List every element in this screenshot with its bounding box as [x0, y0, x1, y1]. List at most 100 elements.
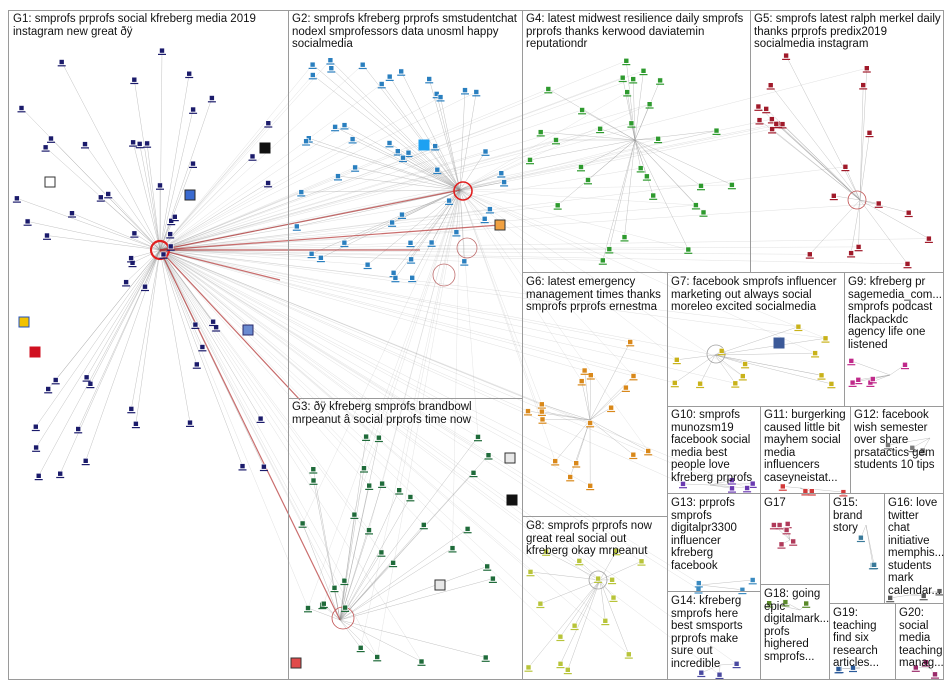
- node-avatar[interactable]: [585, 177, 591, 183]
- node-avatar[interactable]: [130, 139, 136, 146]
- node-avatar[interactable]: [464, 526, 471, 532]
- node-avatar[interactable]: [484, 563, 491, 570]
- node-avatar[interactable]: [172, 214, 178, 220]
- node-avatar[interactable]: [396, 487, 403, 494]
- node-avatar[interactable]: [685, 246, 692, 253]
- node-avatar[interactable]: [700, 209, 707, 216]
- node-avatar[interactable]: [655, 136, 661, 142]
- node-avatar[interactable]: [239, 463, 246, 469]
- node-avatar[interactable]: [628, 120, 635, 127]
- node-avatar[interactable]: [537, 600, 544, 607]
- node-avatar[interactable]: [481, 216, 488, 222]
- featured-node-avatar[interactable]: [242, 324, 254, 336]
- node-avatar[interactable]: [539, 408, 545, 415]
- node-avatar[interactable]: [186, 70, 192, 77]
- node-avatar[interactable]: [434, 166, 441, 173]
- node-avatar[interactable]: [769, 126, 775, 132]
- node-avatar[interactable]: [157, 182, 163, 189]
- node-avatar[interactable]: [327, 57, 334, 64]
- node-avatar[interactable]: [573, 460, 580, 467]
- featured-node-avatar[interactable]: [418, 139, 430, 151]
- node-avatar[interactable]: [309, 61, 316, 68]
- node-avatar[interactable]: [608, 404, 614, 411]
- node-avatar[interactable]: [320, 600, 327, 607]
- node-avatar[interactable]: [553, 137, 559, 143]
- node-avatar[interactable]: [766, 600, 773, 607]
- node-avatar[interactable]: [539, 416, 546, 423]
- node-avatar[interactable]: [869, 376, 876, 382]
- node-avatar[interactable]: [194, 361, 200, 368]
- node-avatar[interactable]: [623, 57, 630, 64]
- node-avatar[interactable]: [341, 577, 348, 584]
- node-avatar[interactable]: [128, 255, 134, 261]
- node-avatar[interactable]: [44, 232, 50, 239]
- node-avatar[interactable]: [597, 126, 603, 132]
- node-avatar[interactable]: [305, 605, 311, 611]
- node-avatar[interactable]: [619, 74, 626, 81]
- node-avatar[interactable]: [849, 379, 856, 386]
- node-avatar[interactable]: [871, 561, 877, 568]
- node-avatar[interactable]: [57, 470, 64, 477]
- node-avatar[interactable]: [680, 481, 686, 487]
- node-avatar[interactable]: [885, 442, 891, 448]
- node-avatar[interactable]: [571, 622, 578, 629]
- node-avatar[interactable]: [487, 206, 493, 212]
- node-avatar[interactable]: [732, 380, 739, 387]
- node-avatar[interactable]: [83, 374, 90, 381]
- node-avatar[interactable]: [806, 251, 813, 258]
- node-avatar[interactable]: [657, 77, 663, 84]
- node-avatar[interactable]: [482, 654, 489, 661]
- node-avatar[interactable]: [609, 576, 615, 583]
- node-avatar[interactable]: [595, 575, 601, 582]
- node-avatar[interactable]: [351, 511, 358, 518]
- node-avatar[interactable]: [803, 600, 810, 607]
- node-avatar[interactable]: [131, 230, 138, 237]
- node-avatar[interactable]: [45, 386, 52, 392]
- node-avatar[interactable]: [298, 189, 305, 195]
- node-avatar[interactable]: [390, 559, 396, 566]
- node-avatar[interactable]: [749, 480, 756, 487]
- node-avatar[interactable]: [922, 659, 929, 666]
- node-avatar[interactable]: [366, 482, 373, 489]
- node-avatar[interactable]: [713, 127, 720, 134]
- node-avatar[interactable]: [24, 218, 31, 225]
- node-avatar[interactable]: [812, 350, 818, 356]
- node-avatar[interactable]: [645, 448, 652, 454]
- node-avatar[interactable]: [32, 423, 39, 430]
- node-avatar[interactable]: [904, 261, 911, 267]
- node-avatar[interactable]: [199, 344, 206, 350]
- node-avatar[interactable]: [394, 148, 401, 154]
- node-avatar[interactable]: [328, 65, 335, 71]
- node-avatar[interactable]: [308, 251, 315, 257]
- node-avatar[interactable]: [578, 378, 585, 384]
- node-avatar[interactable]: [538, 401, 545, 408]
- node-avatar[interactable]: [462, 87, 468, 93]
- featured-node-avatar[interactable]: [259, 142, 271, 154]
- node-avatar[interactable]: [835, 666, 842, 672]
- node-avatar[interactable]: [374, 654, 381, 660]
- node-avatar[interactable]: [671, 380, 678, 386]
- node-avatar[interactable]: [159, 47, 165, 54]
- node-avatar[interactable]: [446, 197, 452, 204]
- node-avatar[interactable]: [52, 377, 59, 383]
- node-avatar[interactable]: [698, 669, 705, 676]
- node-avatar[interactable]: [858, 534, 864, 541]
- node-avatar[interactable]: [437, 94, 444, 100]
- node-avatar[interactable]: [767, 82, 774, 88]
- node-avatar[interactable]: [840, 489, 847, 495]
- node-avatar[interactable]: [310, 466, 317, 473]
- node-avatar[interactable]: [136, 141, 143, 147]
- node-avatar[interactable]: [621, 234, 628, 240]
- node-avatar[interactable]: [771, 522, 777, 528]
- node-avatar[interactable]: [98, 194, 104, 201]
- node-avatar[interactable]: [640, 68, 647, 74]
- node-avatar[interactable]: [58, 59, 65, 65]
- node-avatar[interactable]: [769, 116, 775, 122]
- node-avatar[interactable]: [190, 106, 196, 113]
- node-avatar[interactable]: [342, 604, 348, 611]
- node-avatar[interactable]: [729, 477, 735, 484]
- node-avatar[interactable]: [742, 361, 748, 367]
- node-avatar[interactable]: [501, 179, 507, 185]
- node-avatar[interactable]: [453, 229, 460, 235]
- node-avatar[interactable]: [364, 261, 371, 268]
